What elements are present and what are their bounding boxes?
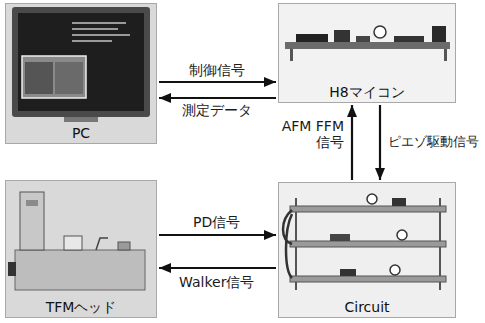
photo-box: Circuit [278,182,456,318]
screen-text-line [72,28,118,30]
head-base [15,250,145,290]
component [340,269,356,276]
photo-box: PC [5,3,157,144]
component [390,265,400,275]
component [392,198,406,206]
signal-arrow [159,81,276,83]
signal-arrow [351,105,353,180]
head-part [96,238,108,250]
circuit-illustration [278,182,456,318]
component [367,194,377,204]
knob [8,262,16,276]
photo-ground [278,3,456,103]
header [394,36,424,42]
screen-image [55,62,83,94]
signal-label: Walker信号 [177,274,256,290]
pc-illustration [5,3,157,144]
board-leg [290,49,293,61]
monitor-stand [64,117,98,122]
box-label: H8マイコン [329,84,404,100]
circuit-board [285,42,450,49]
component [330,234,350,241]
box-label: Circuit [344,299,389,315]
screen-image [25,62,53,94]
photo-box: TFMヘッド [5,180,157,318]
component [397,230,407,240]
h8-illustration [278,3,456,103]
head-tower [20,192,44,250]
signal-arrow [379,105,381,180]
circuit-board [290,241,446,247]
monitor-screen [18,13,144,111]
chip [334,30,350,42]
monitor-bezel [12,7,150,117]
signal-label: PD信号 [191,214,242,230]
photo-box: H8マイコン [278,3,456,103]
signal-arrow [159,234,276,236]
signal-label: 制御信号 [187,62,247,78]
circuit-board [290,276,446,282]
head-part [118,242,130,250]
photo-ground [5,180,157,318]
circuit-board [290,206,446,212]
component [374,26,386,38]
connector [432,26,446,42]
signal-arrow [159,267,276,269]
board-leg [444,49,447,61]
signal-arrow [159,97,276,99]
photo-ground [278,182,456,318]
signal-label: ピエゾ駆動信号 [386,134,481,150]
tower-part [26,200,38,206]
screen-text-line [72,34,130,36]
screen-text-line [72,22,126,24]
chip [296,34,328,42]
screen-window [22,56,86,98]
box-label: TFMヘッド [46,299,117,315]
screen-text-line [72,40,112,42]
box-label: PC [72,125,90,141]
photo-ground [5,3,157,144]
component [356,36,370,42]
tfm-illustration [5,180,157,318]
signal-label: AFM FFM 信号 [272,118,346,150]
cable [283,210,292,278]
signal-label: 測定データ [180,102,254,118]
head-part [64,236,82,250]
